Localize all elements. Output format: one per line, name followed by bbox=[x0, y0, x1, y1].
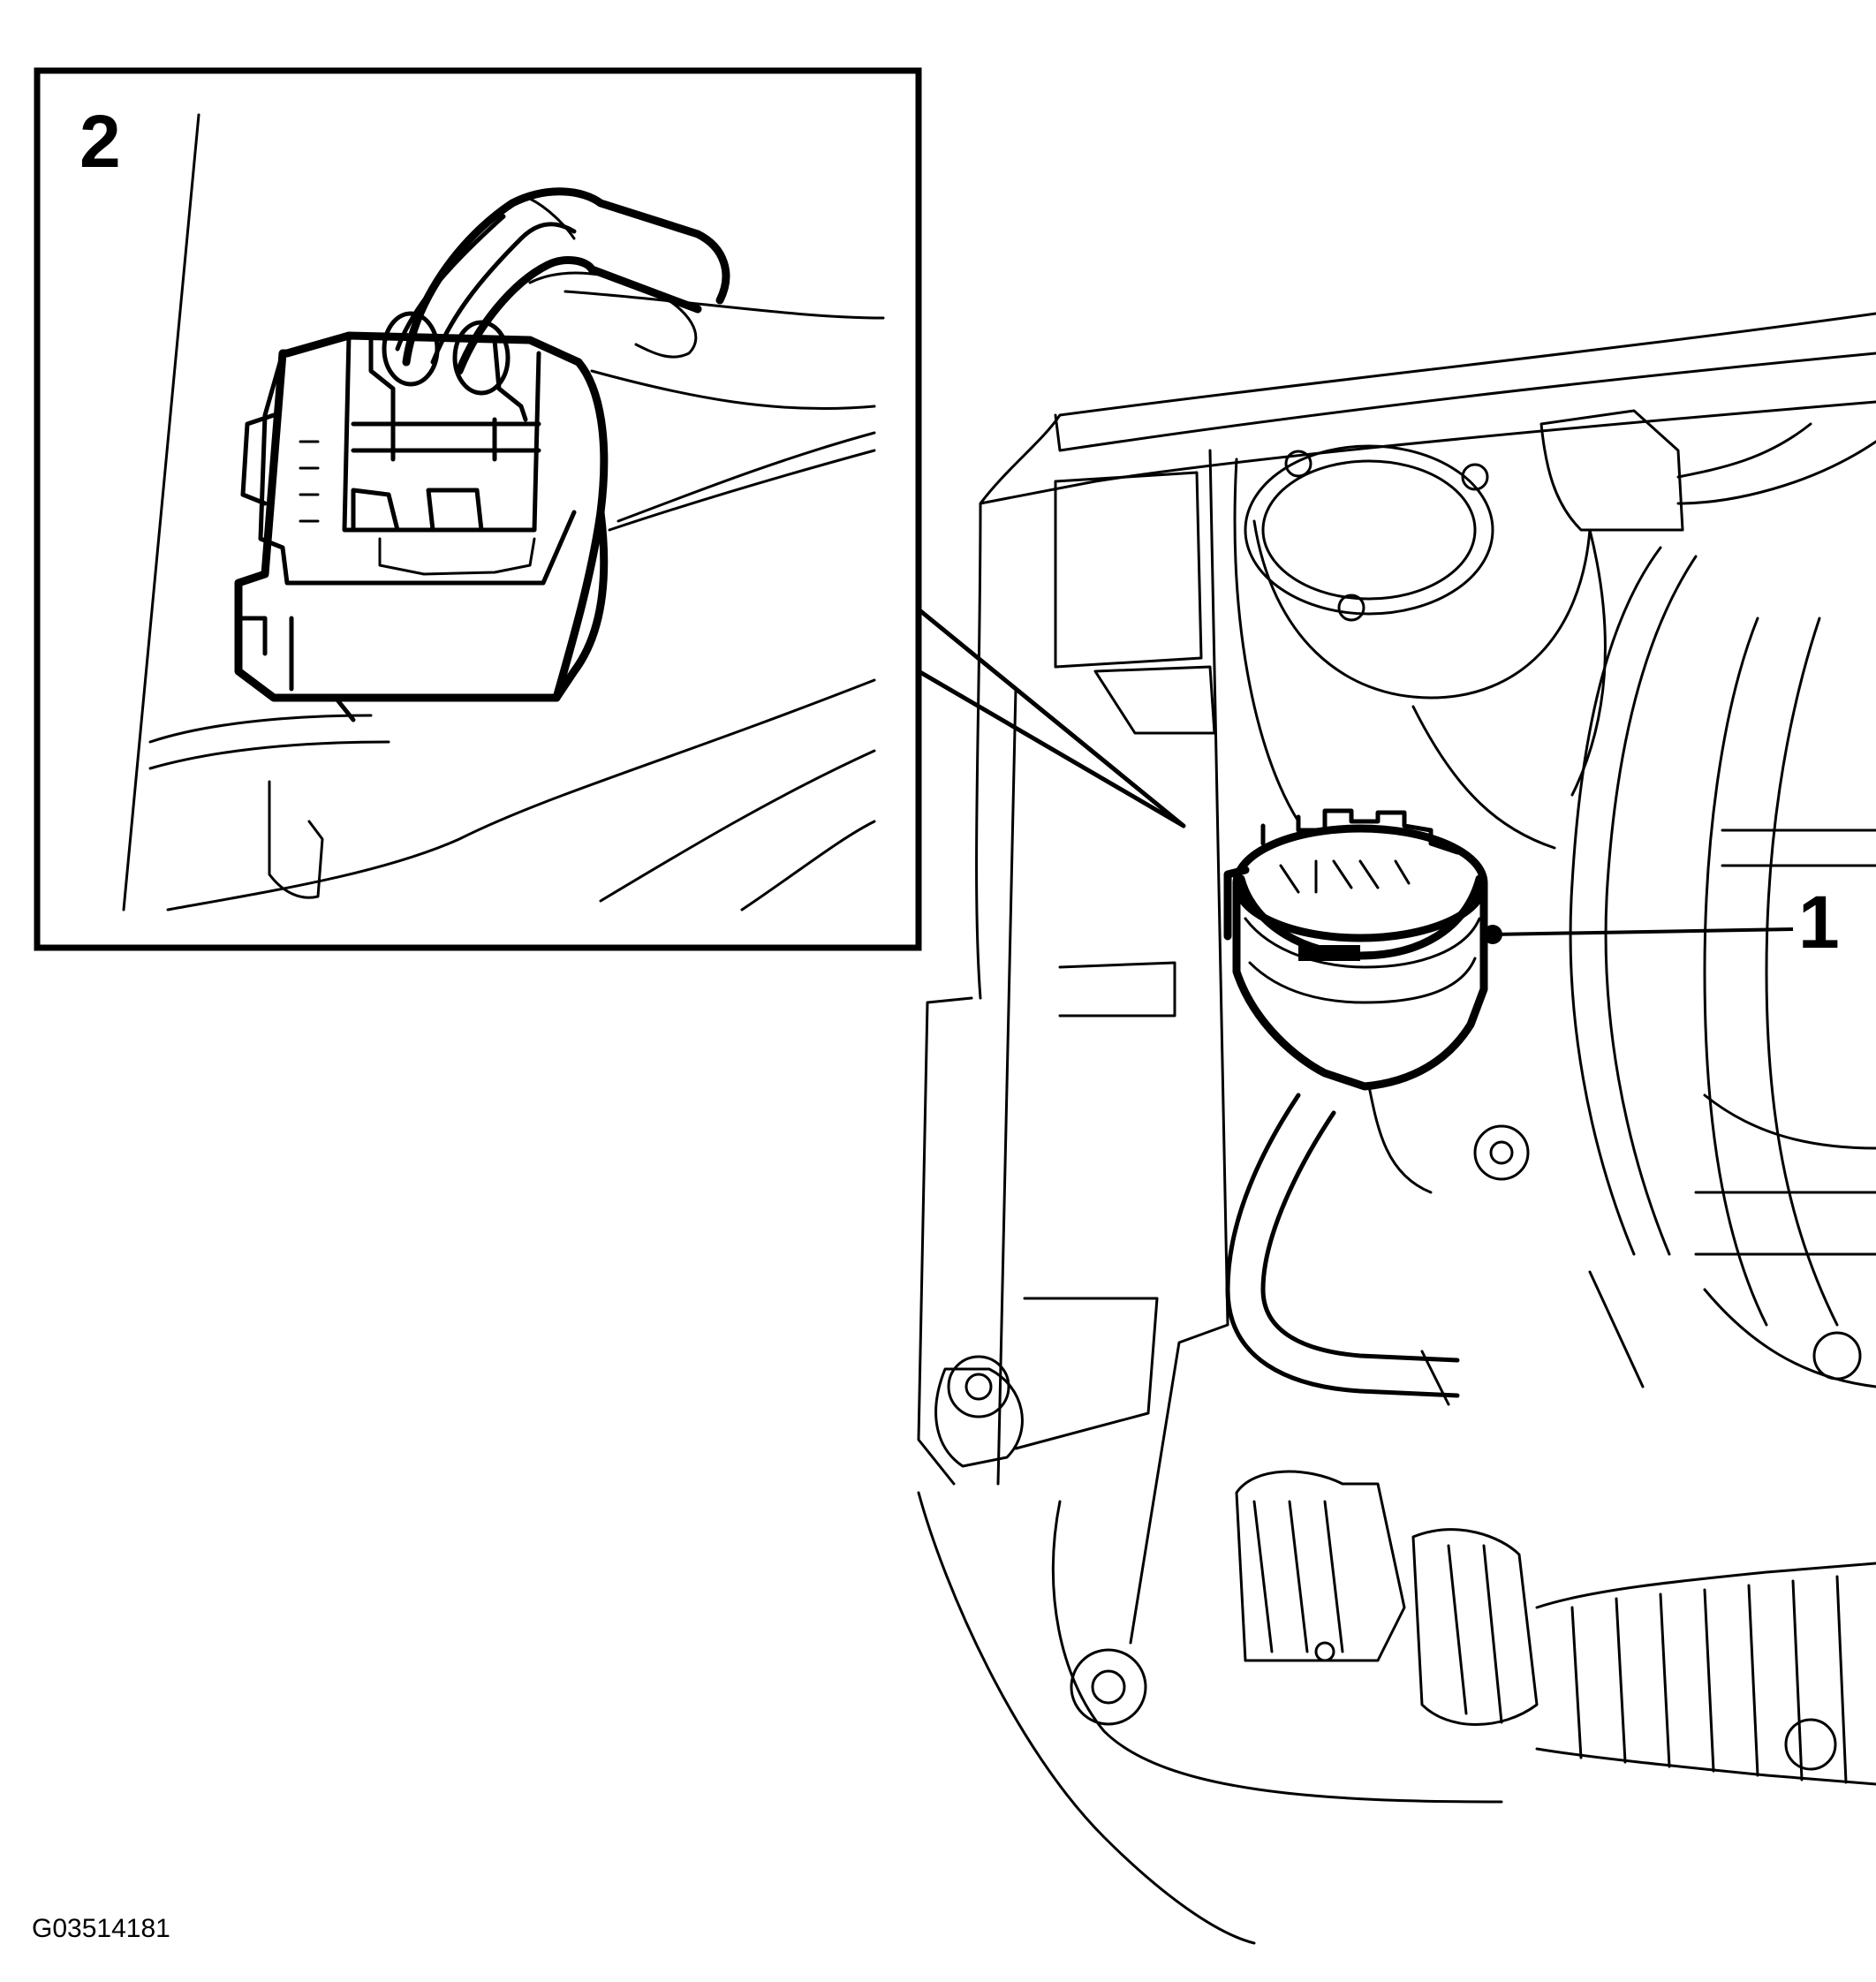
callout-number-2: 2 bbox=[79, 100, 121, 183]
component-1-reservoir-cap bbox=[1223, 808, 1488, 1091]
engine-bay-scene bbox=[917, 312, 1876, 1945]
figure-id-label: G03514181 bbox=[32, 1914, 170, 1943]
inset-detail-2 bbox=[34, 67, 1186, 951]
callout-number-1: 1 bbox=[1798, 881, 1840, 964]
callout-1-leader bbox=[1483, 925, 1794, 944]
